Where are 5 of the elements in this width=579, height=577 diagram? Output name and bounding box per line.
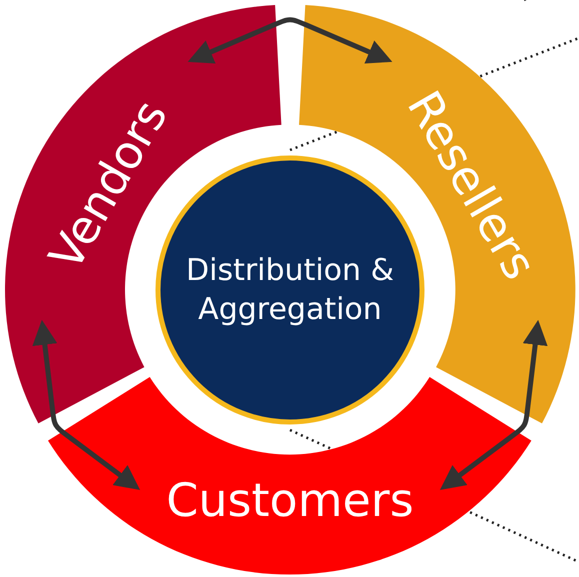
segment-label: Customers [166,476,414,523]
double-arrow [32,320,140,490]
double-arrow [440,320,548,490]
double-arrow [188,17,392,64]
center-label: Distribution & Aggregation [185,252,395,329]
